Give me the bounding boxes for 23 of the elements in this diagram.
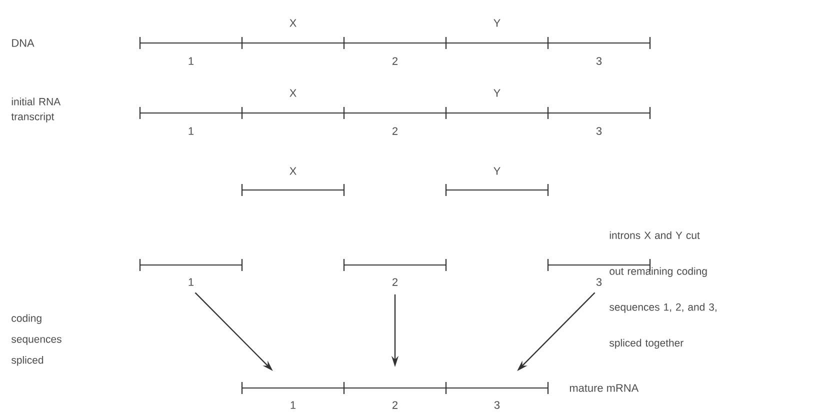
segment-number: 2 (392, 401, 398, 409)
segment-number: 3 (596, 278, 602, 286)
segment-number: 3 (596, 57, 602, 65)
segment-number: 1 (188, 57, 194, 65)
segment-label: X (290, 167, 296, 175)
row-label: initial RNA transcript (11, 98, 61, 122)
segment-number: 1 (290, 401, 296, 409)
segment-number: 1 (188, 127, 194, 135)
segment-label: Y (494, 167, 500, 175)
segment-label: Y (494, 89, 500, 97)
segment-number: 2 (392, 127, 398, 135)
segment-label: X (290, 89, 296, 97)
note-text: coding sequences spliced (12, 314, 62, 366)
segment-number: 1 (188, 278, 194, 286)
segment-number: 2 (392, 278, 398, 286)
segment-label: Y (494, 19, 500, 27)
segment-label: mature mRNA (570, 384, 639, 392)
row-label: DNA (12, 39, 34, 47)
segment-number: 3 (596, 127, 602, 135)
segment-number: 3 (494, 401, 500, 409)
segment-number: 2 (392, 57, 398, 65)
note-text: introns X and Y cut out remaining coding sequences 1, 2, and 3, spliced together (610, 231, 716, 349)
segment-label: X (290, 19, 296, 27)
